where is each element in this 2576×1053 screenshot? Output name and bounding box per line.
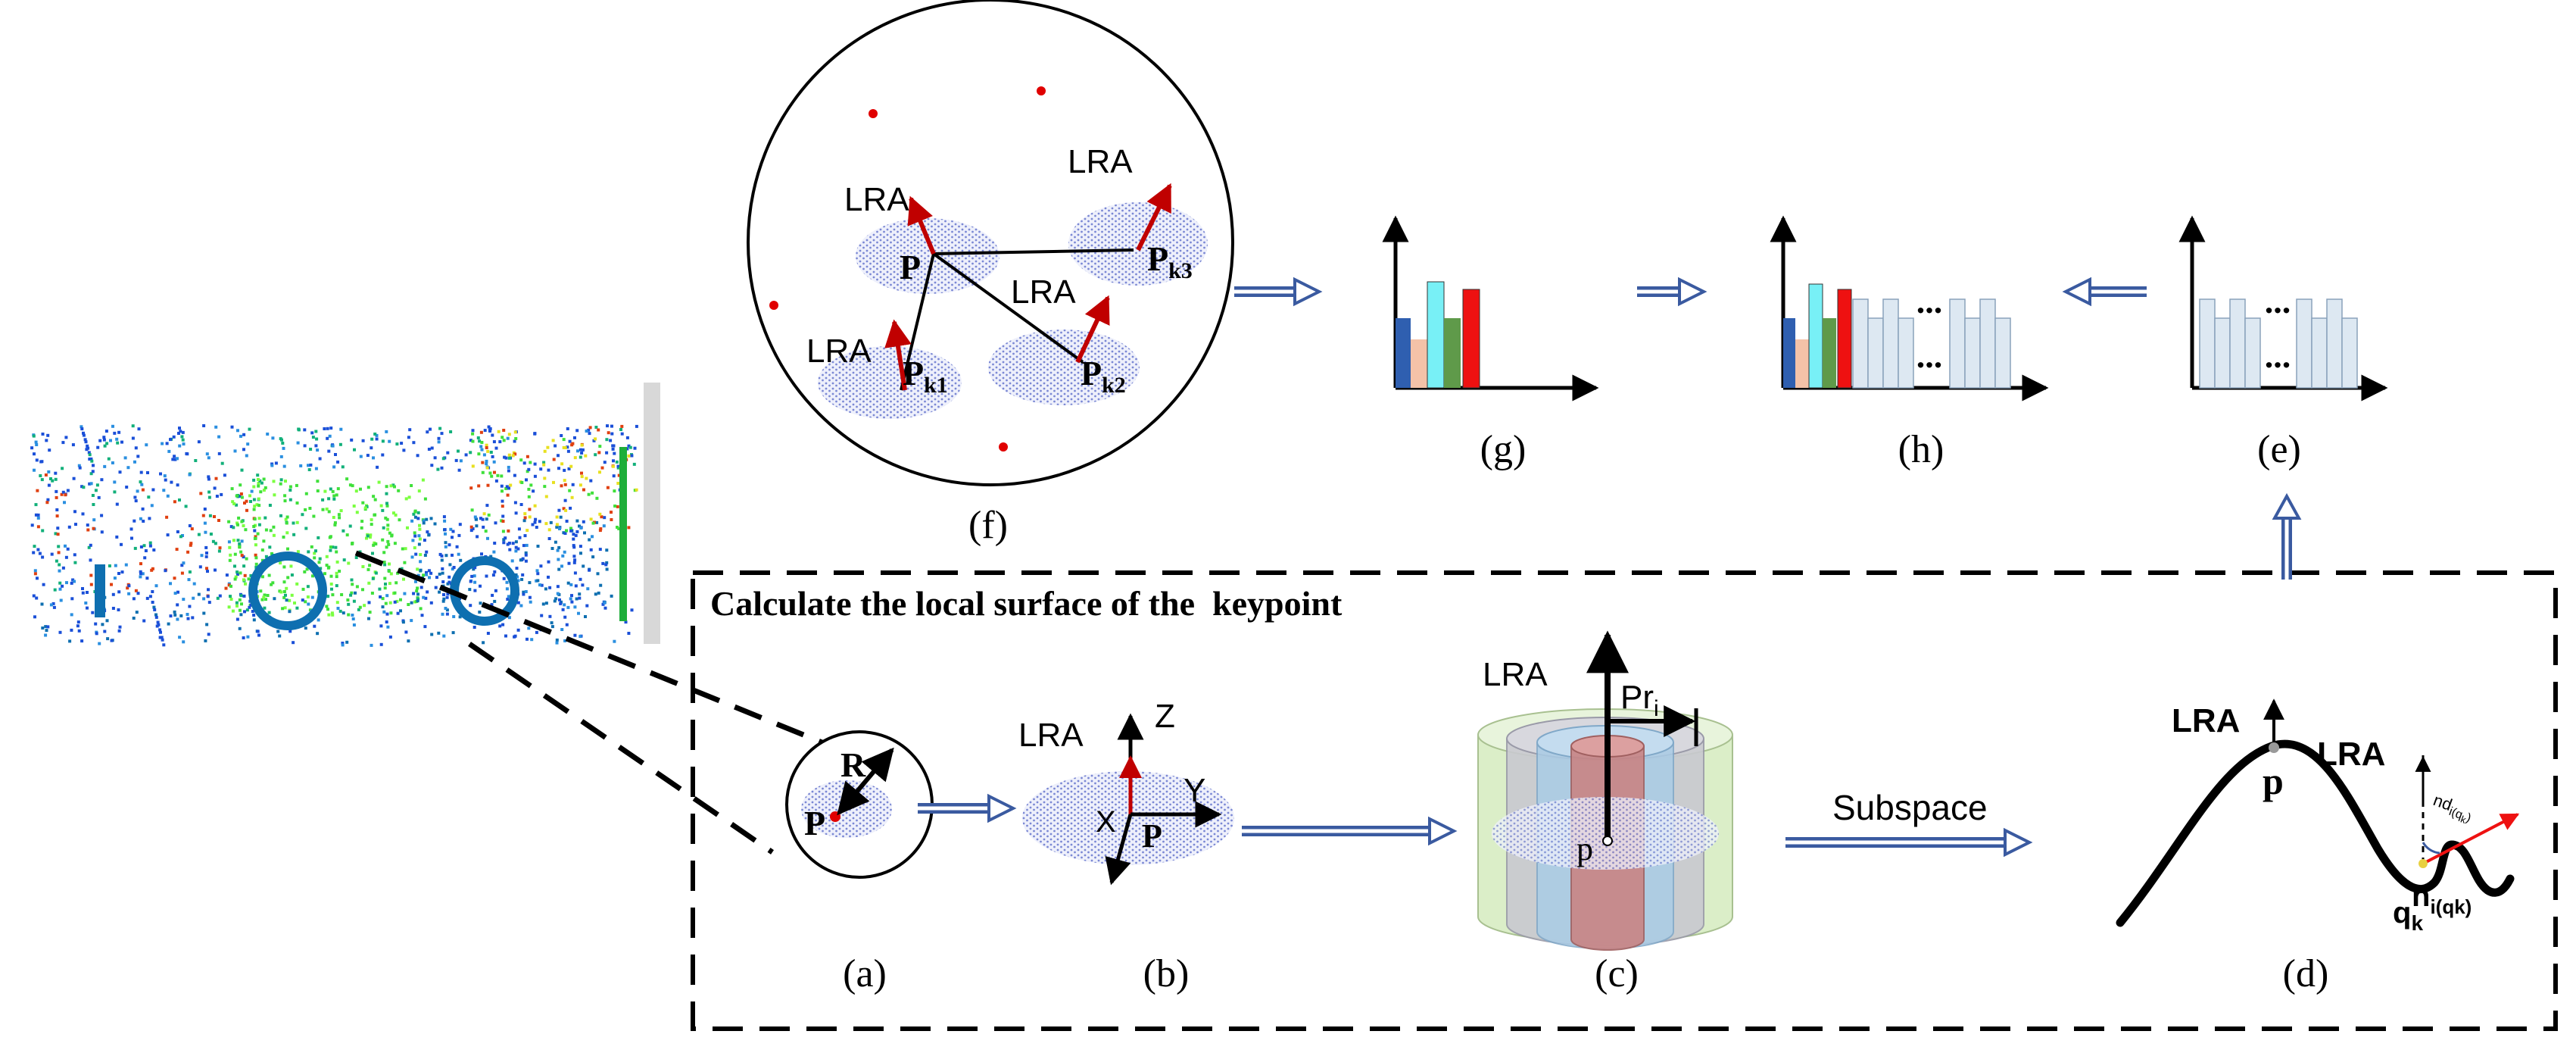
zoom-line-bottom <box>468 642 774 855</box>
panel-b-label: (b) <box>1143 952 1190 995</box>
pale-bar <box>1979 298 1996 389</box>
pale-bar <box>1867 317 1884 389</box>
pale-bar <box>2311 317 2328 389</box>
lra-label-f-p: LRA <box>844 181 909 218</box>
panel-f: LRA LRA LRA LRA P Pk3 Pk2 Pk1 (f) <box>747 0 1234 547</box>
keypoint-label-f: P <box>900 248 921 286</box>
bar-g-cyan <box>1427 281 1445 389</box>
keypoint-label-b: P <box>1142 817 1162 855</box>
bar-h-red <box>1837 289 1852 389</box>
bar-h-peach <box>1795 339 1809 388</box>
flow-arrow-g-h <box>1637 277 1707 307</box>
panel-h-label: (h) <box>1898 428 1944 471</box>
lra-label-f-k3: LRA <box>1068 143 1133 180</box>
qk-label: qk <box>2393 896 2423 935</box>
panel-f-label: (f) <box>968 504 1008 547</box>
flow-arrow-e-h <box>2062 277 2147 307</box>
pale-bar <box>2341 317 2358 389</box>
panel-h: ... ... (h) <box>1770 215 2049 471</box>
subspace-arrow: Subspace <box>1785 788 2033 858</box>
pale-bar <box>1852 298 1869 389</box>
panel-b: LRA Z Y X P (b) <box>1018 698 1234 995</box>
pr-label: Pri <box>1620 679 1659 721</box>
pale-bar <box>2326 298 2343 389</box>
panel-g-label: (g) <box>1480 428 1527 471</box>
bar-g-red <box>1462 289 1480 389</box>
pale-bar <box>1949 298 1966 389</box>
pale-bar <box>1964 317 1981 389</box>
bar-g-blue <box>1396 318 1411 388</box>
lra-label-b: LRA <box>1018 717 1084 754</box>
pale-bar <box>1882 298 1899 389</box>
flow-arrow-d-e <box>2272 492 2302 580</box>
panel-a: R P (a) <box>785 730 934 995</box>
bar-g-peach <box>1411 339 1427 388</box>
panel-e: ... ... (e) <box>2178 215 2388 471</box>
panel-d: LRA LRA p qk ni(qk) ndi(qk) (d) <box>2116 698 2520 995</box>
lra-label-f-k2: LRA <box>1011 273 1076 311</box>
bar-g-green <box>1444 318 1461 388</box>
panel-c: LRA Pri p (c) <box>1477 630 1733 995</box>
panel-e-label: (e) <box>2257 428 2301 471</box>
bar-h-cyan <box>1808 283 1823 389</box>
ellipsis-e-top: ... <box>2265 282 2291 320</box>
panel-a-label: (a) <box>843 952 887 995</box>
local-surface-title: Calculate the local surface of the keypo… <box>710 584 1343 623</box>
ellipsis-h-bottom: ... <box>1916 336 1943 375</box>
y-axis-label: Y <box>1184 772 1205 809</box>
pale-bar <box>2244 317 2261 389</box>
panel-g: (g) <box>1382 215 1599 471</box>
z-axis-label: Z <box>1155 698 1175 735</box>
histogram-h-pale-bars <box>1852 298 2011 389</box>
x-axis-label: X <box>1096 805 1116 839</box>
pale-bar <box>1898 317 1914 389</box>
keypoint-label-c: p <box>1576 830 1593 867</box>
nd-label: ndi(qk) <box>2429 790 2476 827</box>
ellipsis-h-top: ... <box>1916 282 1943 320</box>
panel-d-label: (d) <box>2283 952 2329 995</box>
subspace-label: Subspace <box>1832 788 1988 827</box>
pale-bar <box>2229 298 2246 389</box>
ni-label: ni(qk) <box>2412 880 2472 918</box>
lra-label-f-k1: LRA <box>806 333 872 370</box>
pk2-label: Pk2 <box>1081 354 1126 398</box>
pale-bar <box>2214 317 2231 389</box>
pale-bar <box>1994 317 2011 389</box>
ellipsis-e-bottom: ... <box>2265 336 2291 375</box>
lra-label-d-top: LRA <box>2172 702 2240 739</box>
pale-bar <box>2199 298 2216 389</box>
panel-c-label: (c) <box>1595 952 1639 995</box>
pk1-label: Pk1 <box>903 354 948 398</box>
lra-label-c: LRA <box>1483 656 1548 693</box>
pk3-label: Pk3 <box>1147 239 1193 283</box>
histogram-e-pale-bars <box>2199 298 2358 389</box>
pale-bar <box>2296 298 2312 389</box>
bar-h-green <box>1823 318 1836 388</box>
keypoint-label-a: P <box>804 804 825 842</box>
lidar-point-cloud <box>23 383 660 659</box>
keypoint-label-d: p <box>2263 760 2284 802</box>
bar-h-blue <box>1783 318 1795 388</box>
flow-arrow-f-g <box>1234 277 1323 307</box>
flow-arrow-b-c <box>1242 816 1458 846</box>
local-surface-box <box>691 570 2558 1031</box>
radius-label: R <box>840 745 866 784</box>
flow-arrow-a-b <box>918 793 1017 823</box>
lra-label-d-right: LRA <box>2317 736 2385 773</box>
